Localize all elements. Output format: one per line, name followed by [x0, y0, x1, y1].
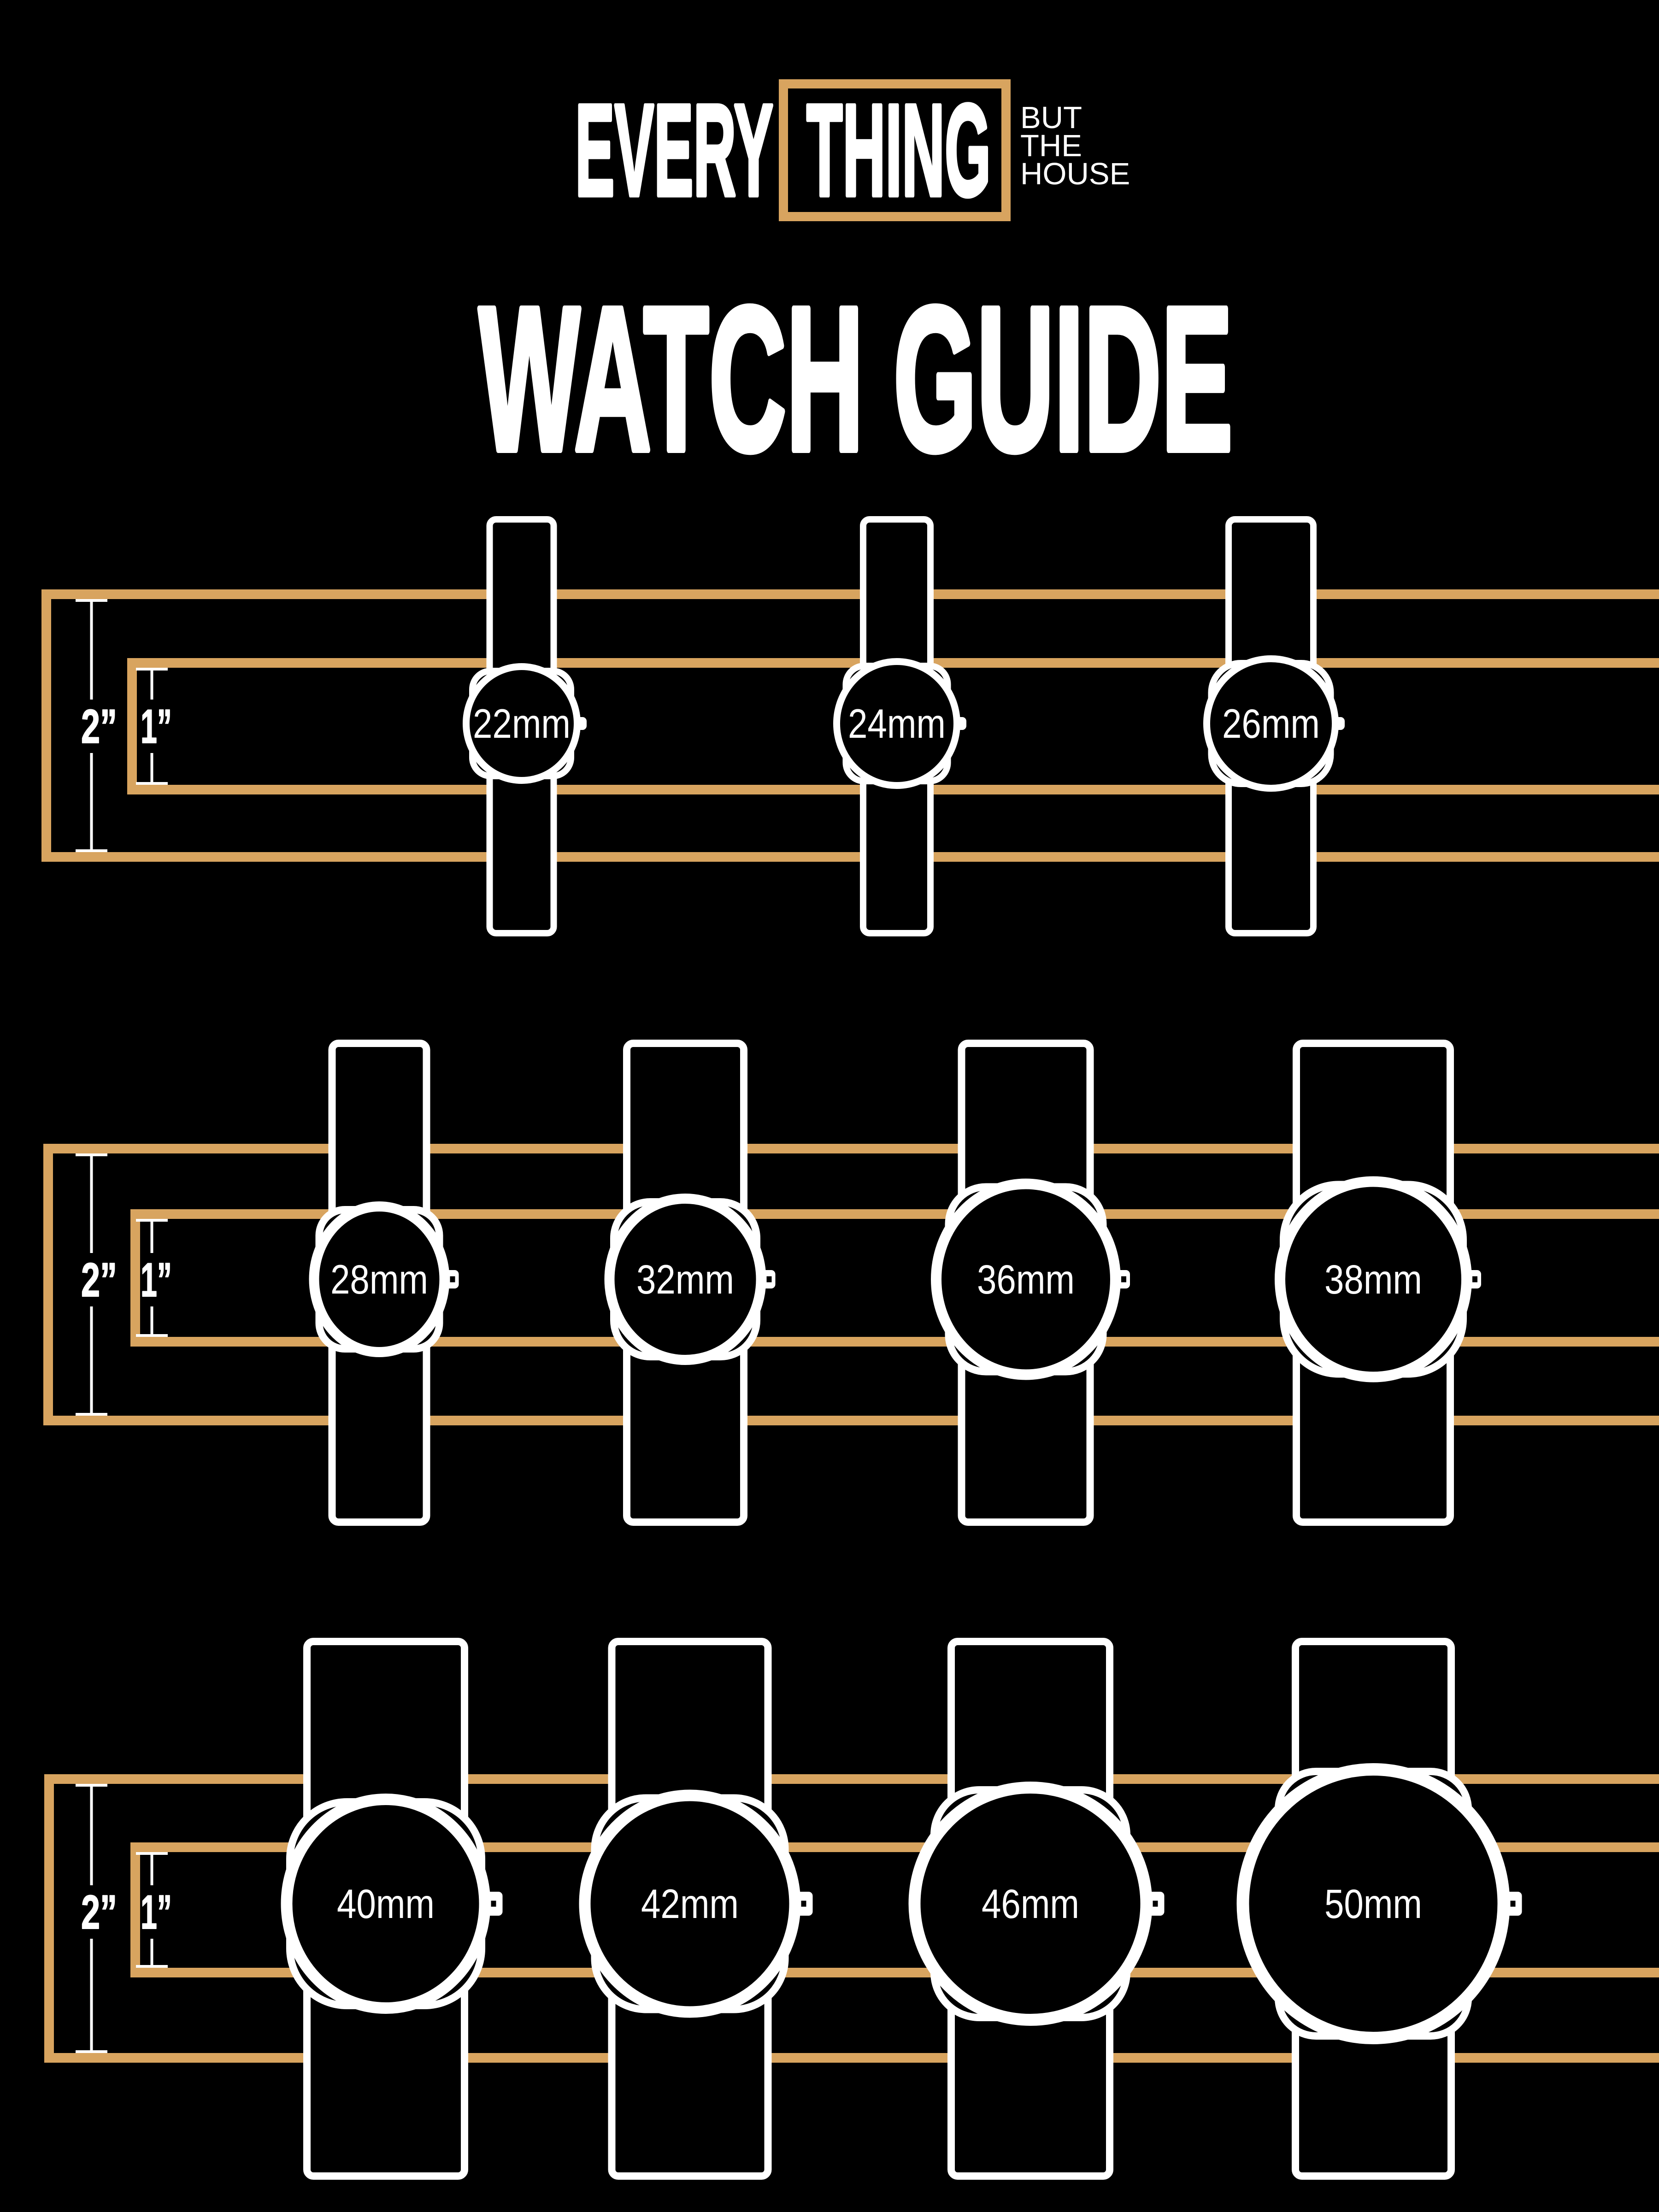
- svg-text:50mm: 50mm: [1324, 1881, 1422, 1927]
- svg-text:1”: 1”: [141, 1886, 172, 1939]
- svg-text:38mm: 38mm: [1324, 1256, 1422, 1302]
- svg-text:EVERY: EVERY: [575, 77, 773, 224]
- svg-text:1”: 1”: [141, 1253, 172, 1307]
- svg-text:THING: THING: [806, 77, 991, 224]
- svg-text:42mm: 42mm: [641, 1881, 739, 1927]
- svg-text:THE: THE: [1020, 129, 1082, 163]
- svg-text:1”: 1”: [141, 700, 172, 753]
- svg-text:28mm: 28mm: [330, 1256, 428, 1302]
- svg-text:WATCH GUIDE: WATCH GUIDE: [479, 265, 1233, 494]
- svg-text:HOUSE: HOUSE: [1020, 157, 1130, 191]
- svg-text:32mm: 32mm: [636, 1256, 734, 1302]
- svg-text:40mm: 40mm: [337, 1881, 435, 1927]
- svg-text:46mm: 46mm: [982, 1881, 1079, 1927]
- svg-text:2”: 2”: [81, 700, 117, 753]
- svg-text:24mm: 24mm: [848, 700, 946, 747]
- svg-text:2”: 2”: [81, 1253, 117, 1307]
- svg-text:36mm: 36mm: [977, 1256, 1075, 1302]
- svg-text:26mm: 26mm: [1222, 700, 1320, 747]
- svg-text:BUT: BUT: [1020, 100, 1082, 135]
- svg-text:22mm: 22mm: [473, 700, 571, 747]
- svg-text:2”: 2”: [81, 1886, 117, 1939]
